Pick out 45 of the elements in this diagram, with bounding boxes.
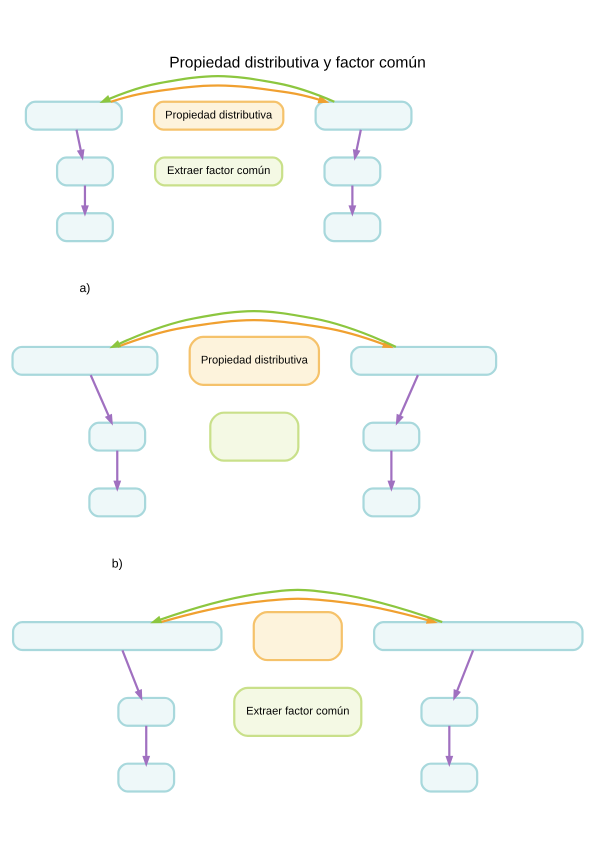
node-box [209,412,300,462]
node-box [56,156,114,186]
node-box [323,156,382,186]
node-box [420,762,478,793]
arrow [348,186,356,217]
node-box [12,621,223,652]
node-box [117,696,176,727]
node-box: Propiedad distributiva [152,100,284,131]
label: a) [79,281,90,296]
node-box [252,611,343,662]
arrow [113,450,122,492]
node-box [56,212,114,242]
diagram-title: Propiedad distributiva y factor común [169,54,426,72]
arrow [90,374,113,426]
node-box [373,621,584,652]
arrow [117,319,394,348]
node-box [314,100,413,131]
node-box [88,422,146,452]
node-box [362,422,420,452]
arrow [352,130,362,161]
arrow [396,374,419,426]
arrow [445,726,454,768]
node-box [323,212,382,242]
arrow [81,186,89,217]
node-box [24,100,123,131]
node-box: Extraer factor común [233,686,362,737]
label: b) [112,556,123,570]
arrow [150,588,443,624]
node-box: Extraer factor común [154,156,284,186]
arrow [121,650,142,701]
node-box [362,487,420,518]
node-box: Propiedad distributiva [188,336,320,386]
arrow [160,598,438,624]
arrow [387,450,396,492]
arrow [75,130,85,161]
node-box [117,762,176,793]
arrow [142,726,150,768]
arrow [99,74,335,104]
arrow [453,650,474,701]
arrow [109,310,396,348]
node-box [88,487,146,518]
node-box [11,346,158,376]
arrow [110,84,330,104]
node-box [420,696,478,727]
node-box [350,346,498,376]
